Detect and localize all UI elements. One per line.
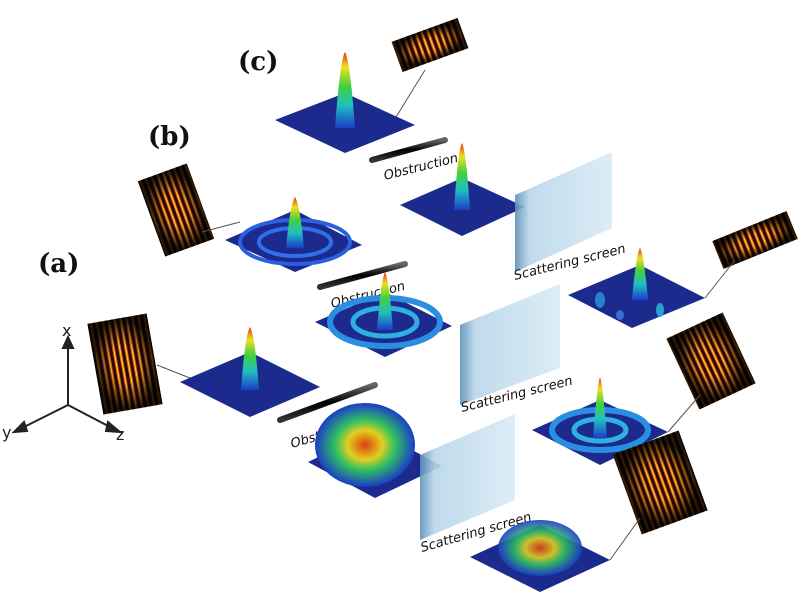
connector-line [156, 364, 196, 381]
axis-triad [11, 334, 124, 434]
beam-peak [632, 248, 648, 300]
intensity-inset-a-input [87, 313, 163, 415]
axis-label-x: x [62, 321, 71, 340]
scattering-screen-c [515, 152, 612, 272]
obstruction-rod-b [317, 261, 408, 290]
row-a: Obstruction Scattering screen [87, 313, 708, 592]
axis-label-y: y [2, 423, 11, 442]
row-b: Obstruction Scattering screen [137, 163, 756, 465]
beam-peak [286, 197, 304, 248]
obstruction-rod-c [369, 137, 448, 163]
scattered-beam-profile [315, 403, 415, 487]
scattered-beam-profile [498, 520, 582, 576]
connector-line [667, 394, 701, 433]
connector-line [609, 517, 641, 561]
connector-line [704, 259, 736, 299]
intensity-inset-c-output [712, 211, 798, 269]
beam-peak [335, 52, 355, 128]
intensity-inset-b-output [666, 312, 756, 410]
beam-peak [454, 143, 470, 210]
panel-label-a: (a) [38, 249, 79, 279]
obstruction-rod-a [277, 382, 378, 423]
panel-label-c: (c) [238, 47, 278, 77]
scattering-screen-a [420, 414, 515, 540]
scattering-screen-b [460, 284, 560, 405]
intensity-inset-a-output [612, 430, 708, 535]
row-c: Obstruction Scattering screen [275, 17, 798, 328]
connector-line [201, 221, 241, 233]
beam-peak [377, 272, 393, 330]
intensity-inset-b-input [137, 163, 215, 257]
axis-label-z: z [116, 425, 124, 444]
panel-label-b: (b) [148, 122, 191, 152]
intensity-inset-c-input [391, 17, 469, 73]
beam-peak [593, 377, 607, 438]
beam-peak [241, 327, 259, 390]
